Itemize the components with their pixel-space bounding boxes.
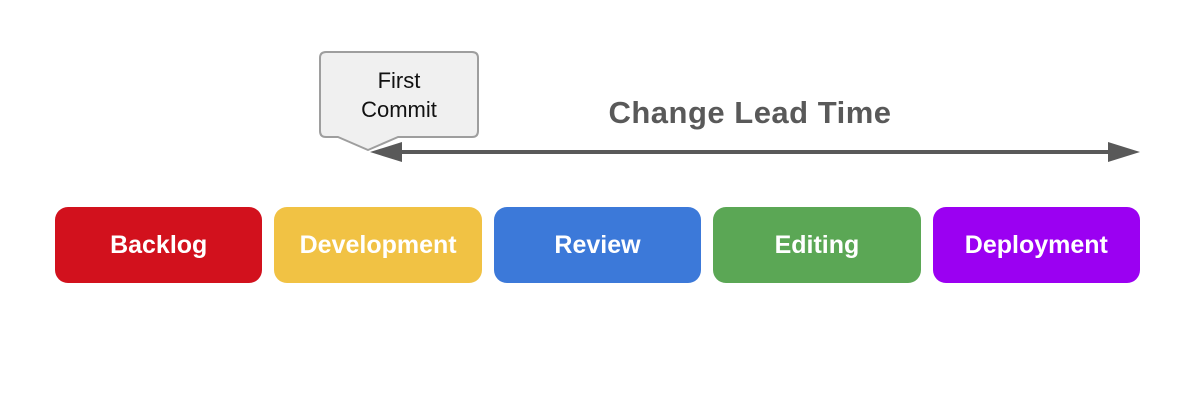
stage-review: Review xyxy=(493,207,702,283)
stage-development: Development xyxy=(274,207,482,283)
pipeline-stage-row: Backlog Development Review Editing Deplo… xyxy=(55,207,1141,283)
arrow-head-right-icon xyxy=(1108,142,1140,162)
stage-backlog: Backlog xyxy=(55,207,263,283)
first-commit-callout: First Commit xyxy=(320,66,478,124)
arrow-head-left-icon xyxy=(370,142,402,162)
callout-line-1: First xyxy=(377,68,421,93)
callout-line-2: Commit xyxy=(361,97,437,122)
stage-editing: Editing xyxy=(713,207,921,283)
callout-bubble-shape xyxy=(319,51,479,151)
stage-deployment: Deployment xyxy=(932,207,1141,283)
change-lead-time-label: Change Lead Time xyxy=(608,95,892,130)
